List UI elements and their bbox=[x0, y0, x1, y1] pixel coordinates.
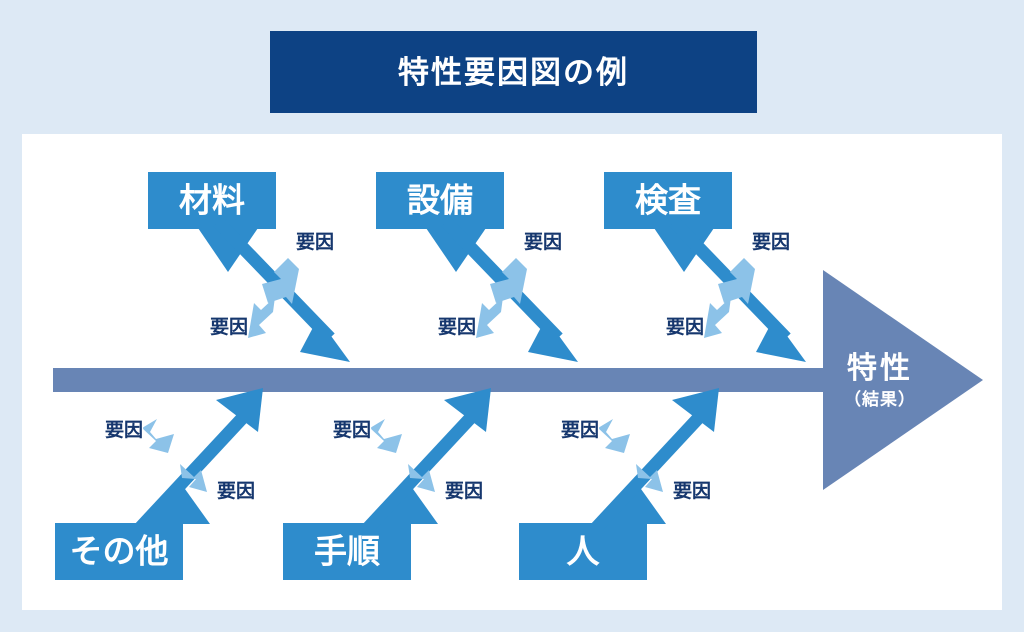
page-title: 特性要因図の例 bbox=[398, 54, 629, 90]
diagram-canvas-panel bbox=[22, 134, 1002, 610]
title-banner: 特性要因図の例 bbox=[270, 31, 757, 113]
